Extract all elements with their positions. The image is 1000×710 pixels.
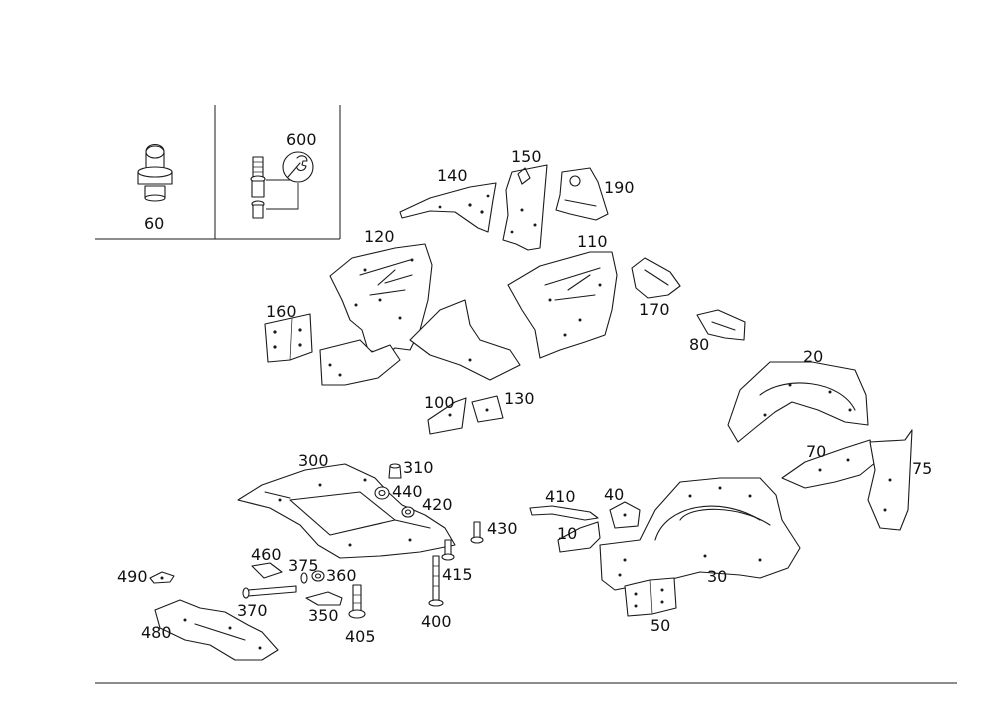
part-420[interactable] (401, 506, 415, 518)
part-350-bracket[interactable] (305, 591, 343, 606)
callout-160: 160 (266, 302, 297, 321)
callout-75: 75 (912, 459, 932, 478)
part-190[interactable] (555, 167, 609, 221)
callout-60: 60 (144, 214, 164, 233)
callout-100: 100 (424, 393, 455, 412)
wrench-symbol-icon (282, 151, 314, 183)
part-20-wheelhouse[interactable] (727, 361, 869, 443)
part-440[interactable] (374, 486, 390, 500)
callout-310: 310 (403, 458, 434, 477)
callout-40: 40 (604, 485, 624, 504)
callout-420: 420 (422, 495, 453, 514)
part-370-long-bolt[interactable] (242, 585, 297, 599)
part-60-ball-stud[interactable] (137, 143, 173, 202)
callout-150: 150 (511, 147, 542, 166)
part-130[interactable] (471, 395, 504, 423)
callout-350: 350 (308, 606, 339, 625)
part-170[interactable] (631, 257, 681, 299)
callout-410: 410 (545, 487, 576, 506)
callout-20: 20 (803, 347, 823, 366)
callout-120: 120 (364, 227, 395, 246)
part-80[interactable] (696, 309, 746, 341)
callout-405: 405 (345, 627, 376, 646)
part-30-front-section[interactable] (599, 477, 801, 591)
callout-400: 400 (421, 612, 452, 631)
callout-10: 10 (557, 524, 577, 543)
part-150[interactable] (502, 164, 548, 251)
part-110-inner-wheelhouse[interactable] (507, 251, 618, 359)
part-100[interactable] (427, 397, 467, 435)
callout-375: 375 (288, 556, 319, 575)
callout-440: 440 (392, 482, 423, 501)
callout-460: 460 (251, 545, 282, 564)
part-75[interactable] (867, 429, 913, 531)
callout-130: 130 (504, 389, 535, 408)
callout-140: 140 (437, 166, 468, 185)
part-415-bolt[interactable] (441, 539, 455, 561)
part-50[interactable] (624, 577, 677, 617)
callout-415: 415 (442, 565, 473, 584)
part-600-stud-set[interactable] (250, 156, 299, 219)
inset-frame (95, 105, 341, 240)
part-400-long-bolt[interactable] (428, 555, 444, 607)
part-490[interactable] (149, 571, 175, 584)
callout-430: 430 (487, 519, 518, 538)
callout-170: 170 (639, 300, 670, 319)
part-460[interactable] (251, 562, 283, 579)
part-405-bolt[interactable] (348, 584, 366, 619)
part-40[interactable] (609, 501, 641, 529)
part-430-bolt[interactable] (470, 521, 484, 544)
callout-110: 110 (577, 232, 608, 251)
part-140[interactable] (399, 182, 497, 233)
callout-50: 50 (650, 616, 670, 635)
part-120-inner-wheelhouse[interactable] (319, 243, 521, 386)
part-310[interactable] (388, 463, 402, 479)
callout-490: 490 (117, 567, 148, 586)
callout-600: 600 (286, 130, 317, 149)
callout-190: 190 (604, 178, 635, 197)
callout-370: 370 (237, 601, 268, 620)
callout-480: 480 (141, 623, 172, 642)
part-160[interactable] (264, 313, 313, 363)
callout-300: 300 (298, 451, 329, 470)
callout-30: 30 (707, 567, 727, 586)
part-375-washer[interactable] (300, 572, 308, 584)
part-70[interactable] (781, 439, 877, 489)
part-10[interactable] (557, 521, 601, 553)
callout-80: 80 (689, 335, 709, 354)
callouts: 60 600 140 150 190 120 110 160 170 80 20… (117, 130, 932, 646)
callout-70: 70 (806, 442, 826, 461)
part-300-subframe[interactable] (237, 463, 456, 559)
part-410[interactable] (529, 505, 599, 521)
part-360-washer[interactable] (311, 570, 325, 582)
callout-360: 360 (326, 566, 357, 585)
part-480-underbody-panel[interactable] (154, 599, 279, 661)
